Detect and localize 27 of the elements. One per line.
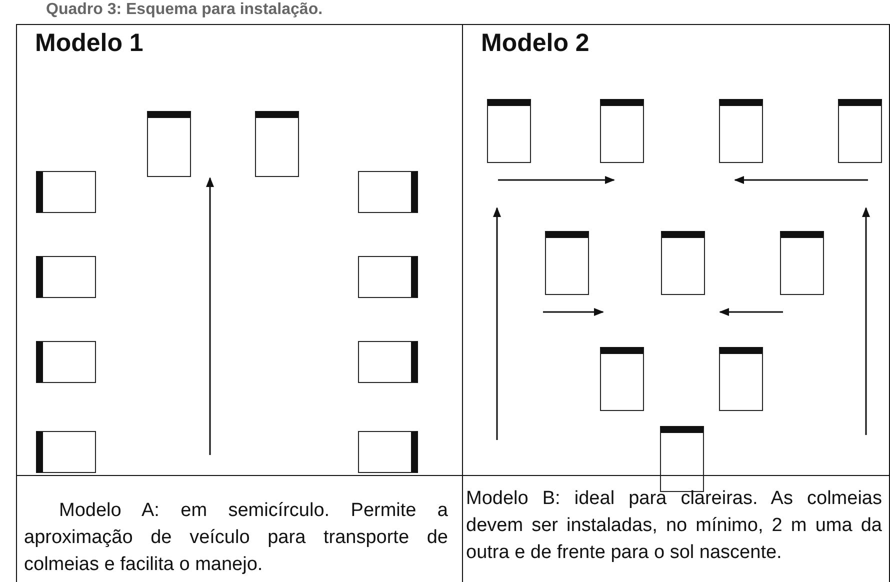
beehive-box <box>36 256 96 298</box>
beehive-box <box>600 99 644 163</box>
caption-text: Modelo B: ideal para clareiras. As colmeias devem ser instaladas, no mínimo, 2 m uma da outra e de frente para o sol nascente. <box>466 487 882 565</box>
beehive-box <box>838 99 882 163</box>
beehive-box <box>719 347 763 411</box>
beehive-box <box>358 171 418 213</box>
model-panel <box>462 24 890 476</box>
beehive-box <box>358 431 418 473</box>
beehive-box <box>358 341 418 383</box>
beehive-box <box>358 256 418 298</box>
beehive-box <box>255 111 299 177</box>
model-panel <box>16 24 463 476</box>
panel-heading: Modelo 2 <box>481 29 590 58</box>
beehive-box <box>545 231 589 295</box>
beehive-box <box>661 231 705 295</box>
figure-title: Quadro 3: Esquema para instalação. <box>46 0 323 20</box>
panel-heading: Modelo 1 <box>35 29 144 58</box>
beehive-box <box>36 171 96 213</box>
beehive-box <box>487 99 531 163</box>
beehive-box <box>780 231 824 295</box>
caption-text: Modelo A: em semicírculo. Permite a aproximação de veículo para transporte de colmeias e facilita o manejo. <box>24 499 448 577</box>
beehive-box <box>36 431 96 473</box>
beehive-box <box>147 111 191 177</box>
beehive-box <box>600 347 644 411</box>
beehive-box <box>719 99 763 163</box>
beehive-box <box>660 426 704 492</box>
beehive-box <box>36 341 96 383</box>
